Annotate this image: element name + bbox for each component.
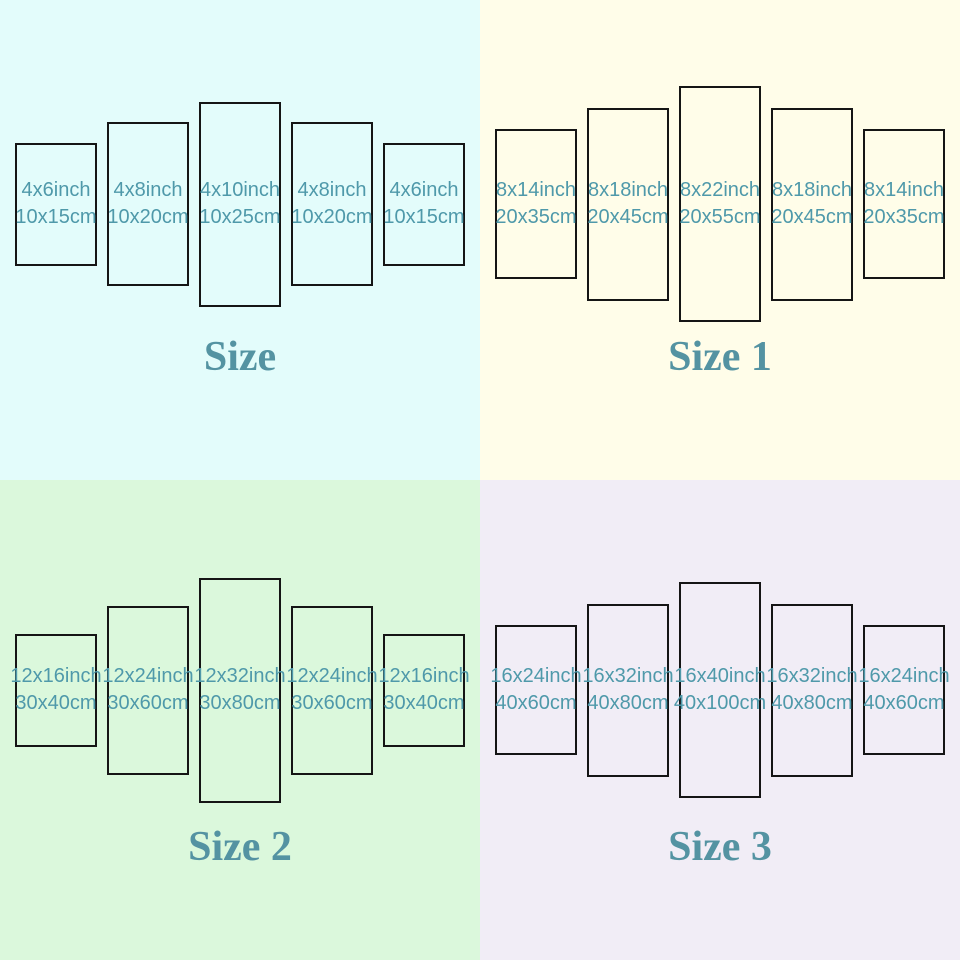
canvas-panel: 4x8inch 10x20cm xyxy=(291,122,373,286)
panel-size-cm-label: 10x20cm xyxy=(107,206,189,228)
quadrant-title: Size xyxy=(203,334,277,380)
canvas-panel: 16x32inch 40x80cm xyxy=(766,603,858,777)
panel-size-inch-label: 16x24inch xyxy=(858,665,950,687)
panel-size-cm-label: 30x40cm xyxy=(15,692,97,714)
panel-size-inch-label: 8x14inch xyxy=(863,179,945,201)
panel-size-inch-label: 12x16inch xyxy=(10,665,102,687)
panel-size-cm-label: 10x15cm xyxy=(15,206,97,228)
quadrant-title: Size 1 xyxy=(668,334,772,380)
panel-size-inch-label: 16x32inch xyxy=(766,665,858,687)
canvas-panel: 16x24inch 40x60cm xyxy=(858,625,950,755)
panel-size-inch-label: 12x16inch xyxy=(378,665,470,687)
panel-size-inch-label: 4x8inch xyxy=(113,179,183,201)
panel-size-cm-label: 40x80cm xyxy=(771,692,853,714)
canvas-panel: 12x16inch 30x40cm xyxy=(10,633,102,747)
panel-size-cm-label: 40x60cm xyxy=(495,692,577,714)
panel-size-inch-label: 4x6inch xyxy=(389,179,459,201)
canvas-panel: 12x16inch 30x40cm xyxy=(378,633,470,747)
panel-size-inch-label: 4x8inch xyxy=(297,179,367,201)
panel-size-cm-label: 10x15cm xyxy=(383,206,465,228)
quadrant-size: 4x6inch 10x15cm 4x8inch 10x20cm 4x10inch 10x2… xyxy=(0,0,480,480)
panel-size-cm-label: 20x35cm xyxy=(863,206,945,228)
panel-size-inch-label: 12x24inch xyxy=(286,665,378,687)
canvas-panel: 4x6inch 10x15cm xyxy=(383,142,465,266)
panel-size-inch-label: 12x32inch xyxy=(194,665,286,687)
canvas-panel: 8x14inch 20x35cm xyxy=(495,129,577,279)
panel-size-inch-label: 8x18inch xyxy=(771,179,853,201)
canvas-panel: 16x40inch 40x100cm xyxy=(674,582,766,798)
panel-size-cm-label: 30x60cm xyxy=(291,692,373,714)
panel-size-cm-label: 10x25cm xyxy=(199,206,281,228)
panel-size-cm-label: 30x80cm xyxy=(199,692,281,714)
panel-size-inch-label: 8x18inch xyxy=(587,179,669,201)
canvas-panel: 4x10inch 10x25cm xyxy=(199,101,281,307)
panel-size-inch-label: 12x24inch xyxy=(102,665,194,687)
panel-size-inch-label: 16x24inch xyxy=(490,665,582,687)
canvas-panel: 12x32inch 30x80cm xyxy=(194,577,286,803)
panel-size-cm-label: 30x60cm xyxy=(107,692,189,714)
canvas-panel: 8x14inch 20x35cm xyxy=(863,129,945,279)
canvas-panel: 16x32inch 40x80cm xyxy=(582,603,674,777)
panel-size-cm-label: 40x60cm xyxy=(863,692,945,714)
panel-size-cm-label: 40x100cm xyxy=(673,692,767,714)
panel-size-inch-label: 16x32inch xyxy=(582,665,674,687)
panel-size-cm-label: 30x40cm xyxy=(383,692,465,714)
panel-size-cm-label: 20x45cm xyxy=(771,206,853,228)
canvas-panel: 4x8inch 10x20cm xyxy=(107,122,189,286)
panel-size-inch-label: 8x22inch xyxy=(679,179,761,201)
canvas-panel: 12x24inch 30x60cm xyxy=(286,605,378,775)
panel-size-cm-label: 20x45cm xyxy=(587,206,669,228)
panel-size-cm-label: 20x55cm xyxy=(679,206,761,228)
canvas-panel: 4x6inch 10x15cm xyxy=(15,142,97,266)
quadrant-size-1: 8x14inch 20x35cm 8x18inch 20x45cm 8x22inch 20… xyxy=(480,0,960,480)
panel-size-inch-label: 16x40inch xyxy=(674,665,766,687)
panel-size-cm-label: 40x80cm xyxy=(587,692,669,714)
panel-size-inch-label: 4x6inch xyxy=(21,179,91,201)
panel-size-cm-label: 10x20cm xyxy=(291,206,373,228)
panel-size-inch-label: 4x10inch xyxy=(199,179,281,201)
quadrant-title: Size 3 xyxy=(668,824,772,870)
panel-size-cm-label: 20x35cm xyxy=(495,206,577,228)
canvas-panel: 8x18inch 20x45cm xyxy=(771,107,853,301)
canvas-panel: 16x24inch 40x60cm xyxy=(490,625,582,755)
canvas-panel: 8x18inch 20x45cm xyxy=(587,107,669,301)
panel-size-inch-label: 8x14inch xyxy=(495,179,577,201)
canvas-panel: 12x24inch 30x60cm xyxy=(102,605,194,775)
canvas-panel: 8x22inch 20x55cm xyxy=(679,86,761,322)
quadrant-title: Size 2 xyxy=(188,824,292,870)
